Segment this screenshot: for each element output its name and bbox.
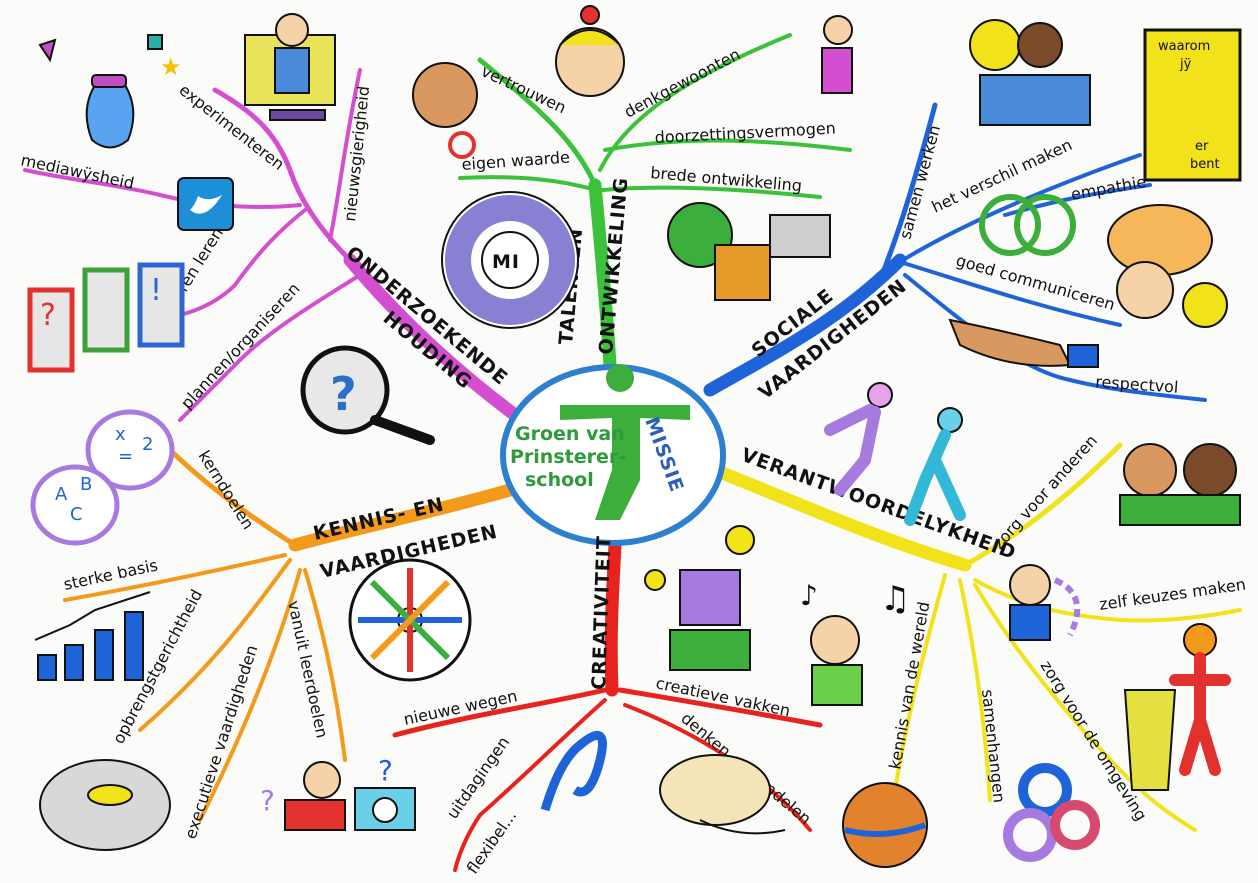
label-flexibel: flexibel... (463, 806, 521, 877)
brain-hand-illustration (659, 754, 786, 835)
stick-figure-logo (560, 364, 690, 520)
bar-chart-doodle (34, 591, 151, 681)
branch-onderzoekende-lines (23, 68, 522, 422)
climber-illustration (821, 15, 853, 94)
waarom-text-1: waarom (1158, 39, 1210, 54)
bin-figure-illustration (1123, 623, 1231, 791)
branch-creativiteit-title: CREATIVITEIT (588, 535, 615, 690)
branch-verantwoord-title: VERANTWOORDELYKHEID (738, 444, 1019, 564)
waarom-text-3: er (1195, 139, 1209, 154)
globe-illustration (842, 782, 928, 868)
globe-books-laptop-illustration (667, 202, 831, 301)
branch-kennis-lines (63, 442, 517, 822)
label-leerdoelen: vanuit leerdoelen (284, 599, 332, 740)
abc-c: C (70, 504, 83, 525)
label-nieuwe-wegen: nieuwe wegen (402, 686, 519, 729)
label-vertrouwen: vertrouwen (478, 61, 569, 117)
label-opbrengst: opbrengstgerichtheid (109, 586, 206, 747)
math-2: 2 (142, 434, 153, 455)
labels-talenten: vertrouwen denkgewoonten doorzettingsver… (461, 44, 836, 195)
two-boys-illustration (1119, 443, 1241, 526)
abc-b: B (80, 474, 92, 495)
math-eq: = (118, 446, 133, 467)
magnifier-icon: ? (300, 345, 435, 445)
handshake-illustration (948, 318, 1099, 368)
brain-illustration (39, 759, 171, 851)
label-executieve: executieve vaardigheden (181, 643, 262, 842)
pen-cable-illustration (540, 731, 607, 812)
label-sterke-basis: sterke basis (62, 555, 160, 593)
gears-illustration (1003, 763, 1100, 862)
center-node: Groen van Prinsterer- school MISSIE (500, 364, 726, 546)
label-plannen: plannen/organiseren (177, 279, 303, 413)
label-respectvol: respectvol (1095, 372, 1179, 397)
star-icon: ★ (160, 53, 182, 81)
exclamation-icon: ! (150, 273, 162, 308)
label-denkgewoonten: denkgewoonten (621, 44, 743, 121)
mi-wheel-illustration: MI (441, 191, 579, 329)
mi-text: MI (492, 251, 520, 273)
label-eigenwaarde: eigen waarde (461, 147, 571, 174)
music-note-icon: ♪ (800, 579, 818, 612)
label-zorg-anderen: zorg voor anderen (989, 431, 1101, 553)
math-x: x (115, 424, 126, 445)
question-mark-icon: ? (40, 298, 56, 333)
camera-kid-illustration: ? ? (260, 754, 416, 831)
waarom-door-illustration: waarom jÿ er bent (1143, 28, 1242, 182)
rings-illustration (979, 194, 1076, 256)
boy-face-illustration (412, 62, 478, 159)
twitter-icon (177, 177, 234, 231)
label-samen-werken: samen werken (896, 123, 945, 241)
question-mark-icon: ? (330, 367, 357, 421)
question-mark-icon: ? (260, 784, 275, 817)
choice-boy-illustration (1009, 564, 1081, 641)
singing-boy-illustration: ♪ ♫ (800, 579, 910, 706)
walking-figures-illustration (824, 382, 966, 526)
label-kennis-wereld: kennis van de wereld (885, 600, 933, 771)
abc-a: A (55, 484, 68, 505)
question-cards-illustration: ? ! (27, 262, 185, 373)
branch-talenten-lines (458, 33, 852, 372)
vase-illustration: ★ (38, 34, 182, 149)
waarom-text-2: jÿ (1179, 57, 1192, 72)
label-samenhangen: samenhangen (978, 688, 1009, 803)
label-mediawysheid: mediawÿsheid (19, 150, 136, 193)
speech-bubble-illustration (1107, 204, 1228, 328)
music-note-icon: ♫ (880, 579, 910, 619)
label-kerndoelen: kerndoelen (195, 447, 258, 533)
center-line1: Groen van (515, 423, 625, 445)
girl-apple-illustration (555, 5, 625, 97)
box-head-illustration (644, 525, 755, 671)
branch-sociale-lines (703, 102, 1207, 402)
center-line3: school (525, 469, 594, 491)
math-bubbles-illustration: x = 2 A B C (30, 409, 175, 546)
question-mark-icon: ? (378, 754, 393, 787)
child-fence-illustration (244, 13, 336, 121)
label-zelf-keuzes: zelf keuzes maken (1098, 575, 1247, 614)
kids-group-illustration (969, 19, 1091, 126)
pencil-wheel-illustration (348, 558, 472, 682)
center-line2: Prinsterer- (510, 446, 626, 468)
waarom-text-4: bent (1190, 157, 1220, 172)
